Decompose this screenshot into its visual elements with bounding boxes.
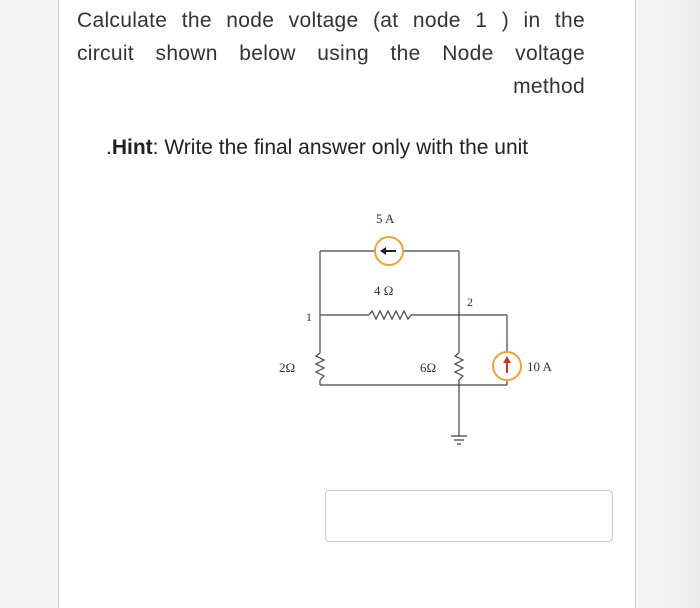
label-source-right: 10 A	[527, 359, 553, 374]
resistor-right-icon	[453, 352, 465, 381]
arrow-left-icon	[380, 247, 396, 255]
question-text: Calculate the node voltage (at node 1 ) …	[77, 9, 585, 98]
hint-label: Hint	[111, 136, 153, 159]
hint-line: .Hint: Write the final answer only with …	[106, 136, 528, 160]
label-r-right: 6Ω	[420, 360, 436, 375]
label-node1: 1	[306, 310, 312, 324]
label-r-left: 2Ω	[279, 360, 295, 375]
question-card: Calculate the node voltage (at node 1 ) …	[58, 0, 636, 608]
resistor-middle-icon	[368, 309, 412, 321]
resistor-left-icon	[314, 352, 326, 381]
arrow-up-icon	[503, 356, 511, 373]
label-node2: 2	[467, 295, 473, 309]
answer-input[interactable]	[325, 490, 613, 542]
page-background	[660, 0, 700, 608]
hint-prefix: .	[106, 136, 112, 159]
label-source-top: 5 A	[376, 211, 395, 226]
hint-text: : Write the final answer only with the u…	[152, 136, 529, 159]
circuit-diagram: 5 A 4 Ω 1 2 2Ω 6Ω 10 A	[279, 211, 553, 445]
circuit-wires	[319, 250, 508, 436]
label-r-middle: 4 Ω	[374, 283, 393, 298]
ground-icon	[451, 435, 467, 445]
